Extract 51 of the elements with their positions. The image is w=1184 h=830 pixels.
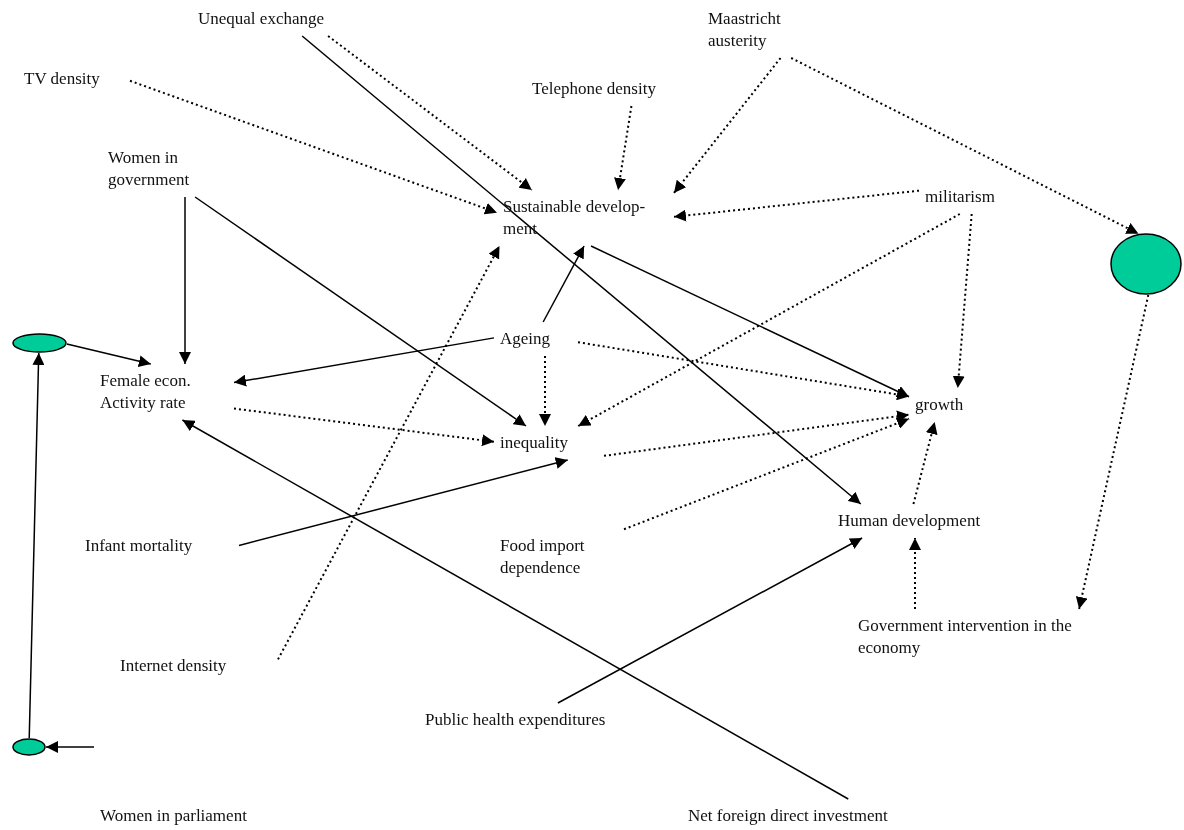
arrow bbox=[28, 352, 45, 739]
node-label: militarism bbox=[925, 186, 996, 208]
arrow bbox=[301, 35, 862, 505]
arrow bbox=[181, 419, 849, 800]
ellipse bbox=[12, 738, 46, 756]
dotted-arrow bbox=[623, 417, 910, 531]
arrow bbox=[194, 196, 527, 427]
arrow bbox=[179, 196, 191, 365]
node-label: Government intervention in the economy bbox=[858, 615, 1073, 659]
ellipse bbox=[1110, 233, 1182, 295]
node-label: Unequal exchange bbox=[198, 8, 326, 30]
dotted-arrow bbox=[673, 189, 920, 222]
arrow bbox=[238, 457, 569, 547]
arrow bbox=[45, 741, 95, 753]
node-label: inequality bbox=[500, 432, 569, 454]
arrow bbox=[66, 343, 152, 368]
arrow bbox=[590, 245, 910, 398]
node-label: Women in parliament bbox=[100, 805, 248, 827]
node-label: growth bbox=[915, 394, 965, 416]
node-label: Food import dependence bbox=[500, 535, 586, 579]
dotted-arrow bbox=[233, 407, 495, 447]
dotted-arrow bbox=[603, 410, 910, 457]
dotted-arrow bbox=[277, 245, 501, 661]
node-label: Ageing bbox=[500, 328, 552, 350]
dotted-arrow bbox=[577, 213, 961, 427]
dotted-arrow bbox=[673, 57, 782, 194]
dotted-arrow bbox=[614, 105, 633, 191]
dotted-arrow bbox=[790, 57, 1140, 235]
node-label: Public health expenditures bbox=[425, 709, 607, 731]
ellipse bbox=[12, 333, 67, 353]
dotted-arrow bbox=[129, 79, 498, 215]
dotted-arrow bbox=[952, 213, 973, 389]
dotted-arrow bbox=[577, 341, 910, 401]
dotted-arrow bbox=[327, 35, 533, 191]
dotted-arrow bbox=[909, 537, 921, 610]
arrow bbox=[557, 537, 863, 704]
dotted-arrow bbox=[539, 355, 551, 427]
dotted-arrow bbox=[1075, 293, 1150, 610]
dotted-arrow bbox=[912, 421, 938, 505]
node-label: Human development bbox=[838, 510, 982, 532]
node-label: Maastricht austerity bbox=[708, 8, 782, 52]
node-label: Women in government bbox=[108, 147, 191, 191]
node-label: Female econ. Activity rate bbox=[100, 370, 192, 414]
node-label: Internet density bbox=[120, 655, 228, 677]
node-label: Sustainable develop- ment bbox=[503, 196, 647, 240]
node-label: Net foreign direct investment bbox=[688, 805, 889, 827]
arrow bbox=[233, 337, 495, 387]
arrow bbox=[542, 245, 585, 323]
node-label: TV density bbox=[24, 68, 101, 90]
node-label: Telephone density bbox=[532, 78, 657, 100]
node-label: Infant mortality bbox=[85, 535, 194, 557]
